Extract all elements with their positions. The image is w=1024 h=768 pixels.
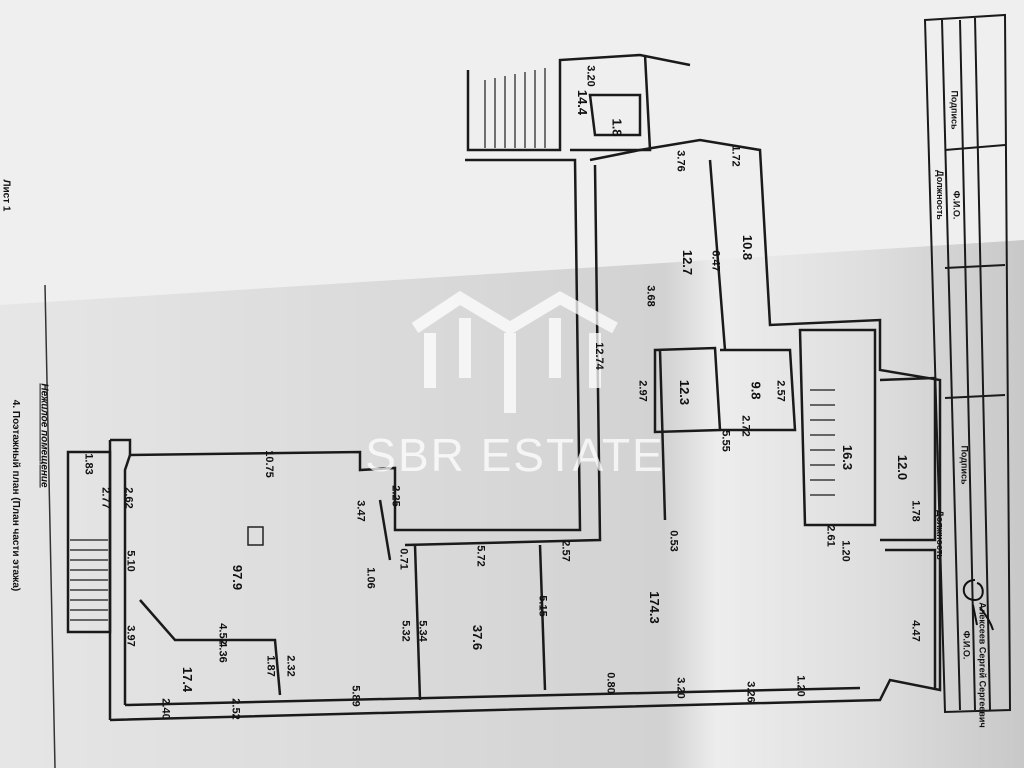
dimension: 1.87 [264, 655, 277, 677]
dimension: 3.20 [674, 677, 687, 699]
title-position-label: Должность [934, 170, 945, 220]
page-label: Лист 1 [0, 179, 12, 212]
dimension: 3.97 [124, 625, 137, 647]
room-area: 1.8 [609, 118, 625, 137]
dimension: 0.53 [667, 530, 680, 552]
dimension: 2.72 [739, 415, 752, 437]
dimension: 3.20 [584, 65, 597, 87]
watermark: SBR ESTATE [355, 288, 675, 481]
dimension: 2.77 [99, 487, 112, 509]
paper-fold-light [0, 0, 1024, 305]
room-area: 17.4 [180, 666, 196, 693]
dimension: 5.72 [474, 545, 487, 567]
dimension: 2.62 [122, 487, 135, 509]
dimension: 2.61 [824, 525, 837, 547]
room-area: 12.7 [680, 249, 696, 276]
dimension: 5.15 [536, 595, 549, 617]
stair-treads [70, 68, 835, 621]
dimension: 1.83 [82, 453, 95, 475]
dimension: 2.32 [284, 655, 297, 677]
dimension: 4.47 [909, 620, 922, 642]
fold-line [44, 284, 56, 768]
dimension: 3.26 [744, 681, 757, 703]
dimension: 3.76 [674, 150, 687, 172]
walls [66, 53, 942, 722]
title-position-label-2: Должность [934, 510, 945, 560]
dimension: 6.47 [709, 250, 722, 272]
title-signature-label-2: Подпись [959, 445, 970, 485]
dimension: 10.75 [262, 450, 275, 478]
title-signature-label: Подпись [949, 90, 960, 130]
dimension: 1.78 [909, 500, 922, 522]
room-area: 14.4 [575, 89, 591, 116]
room-area: 16.3 [840, 444, 856, 471]
room-area: 37.6 [470, 624, 486, 651]
watermark-text: SBR ESTATE [365, 429, 665, 481]
dimension: 1.06 [364, 567, 377, 589]
dimension: 2.57 [559, 540, 572, 562]
room-area: 97.9 [230, 564, 246, 591]
dimension: 5.34 [416, 620, 429, 642]
signature [962, 579, 994, 631]
dimension: 2.25 [389, 485, 402, 507]
dimension: 1.20 [794, 675, 807, 697]
title-name-label: Ф.И.О. [951, 190, 962, 220]
dimension: 4.36 [216, 641, 229, 663]
sheet-subheading: Нежилое помещение [38, 383, 50, 488]
room-area: 174.3 [646, 591, 662, 624]
dimension: 5.32 [399, 620, 412, 642]
dimension: 0.71 [397, 548, 410, 570]
dimension: 1.20 [839, 540, 852, 562]
column [247, 526, 264, 546]
dimension: 5.89 [349, 685, 362, 707]
dimension: 5.10 [124, 550, 137, 572]
dimension: 0.80 [604, 672, 617, 694]
room-area: 10.8 [740, 234, 756, 261]
dimension: 5.55 [719, 430, 732, 452]
room-area: 9.8 [748, 381, 764, 400]
watermark-logo-icon [411, 290, 618, 413]
dimension: 12.74 [592, 342, 605, 370]
dimension: 2.40 [159, 698, 172, 720]
room-area: 12.0 [895, 454, 911, 481]
dimension: 2.57 [774, 380, 787, 402]
dimension: 2.97 [636, 380, 649, 402]
dimension: 3.47 [354, 500, 367, 522]
dimension: 3.68 [644, 285, 657, 307]
dimension: 1.72 [729, 145, 742, 167]
sheet-heading: 4. Поэтажный план (План части этажа) [10, 399, 22, 592]
room-area: 12.3 [677, 379, 693, 406]
dimension: 2.52 [229, 698, 242, 720]
title-block [923, 13, 1012, 714]
